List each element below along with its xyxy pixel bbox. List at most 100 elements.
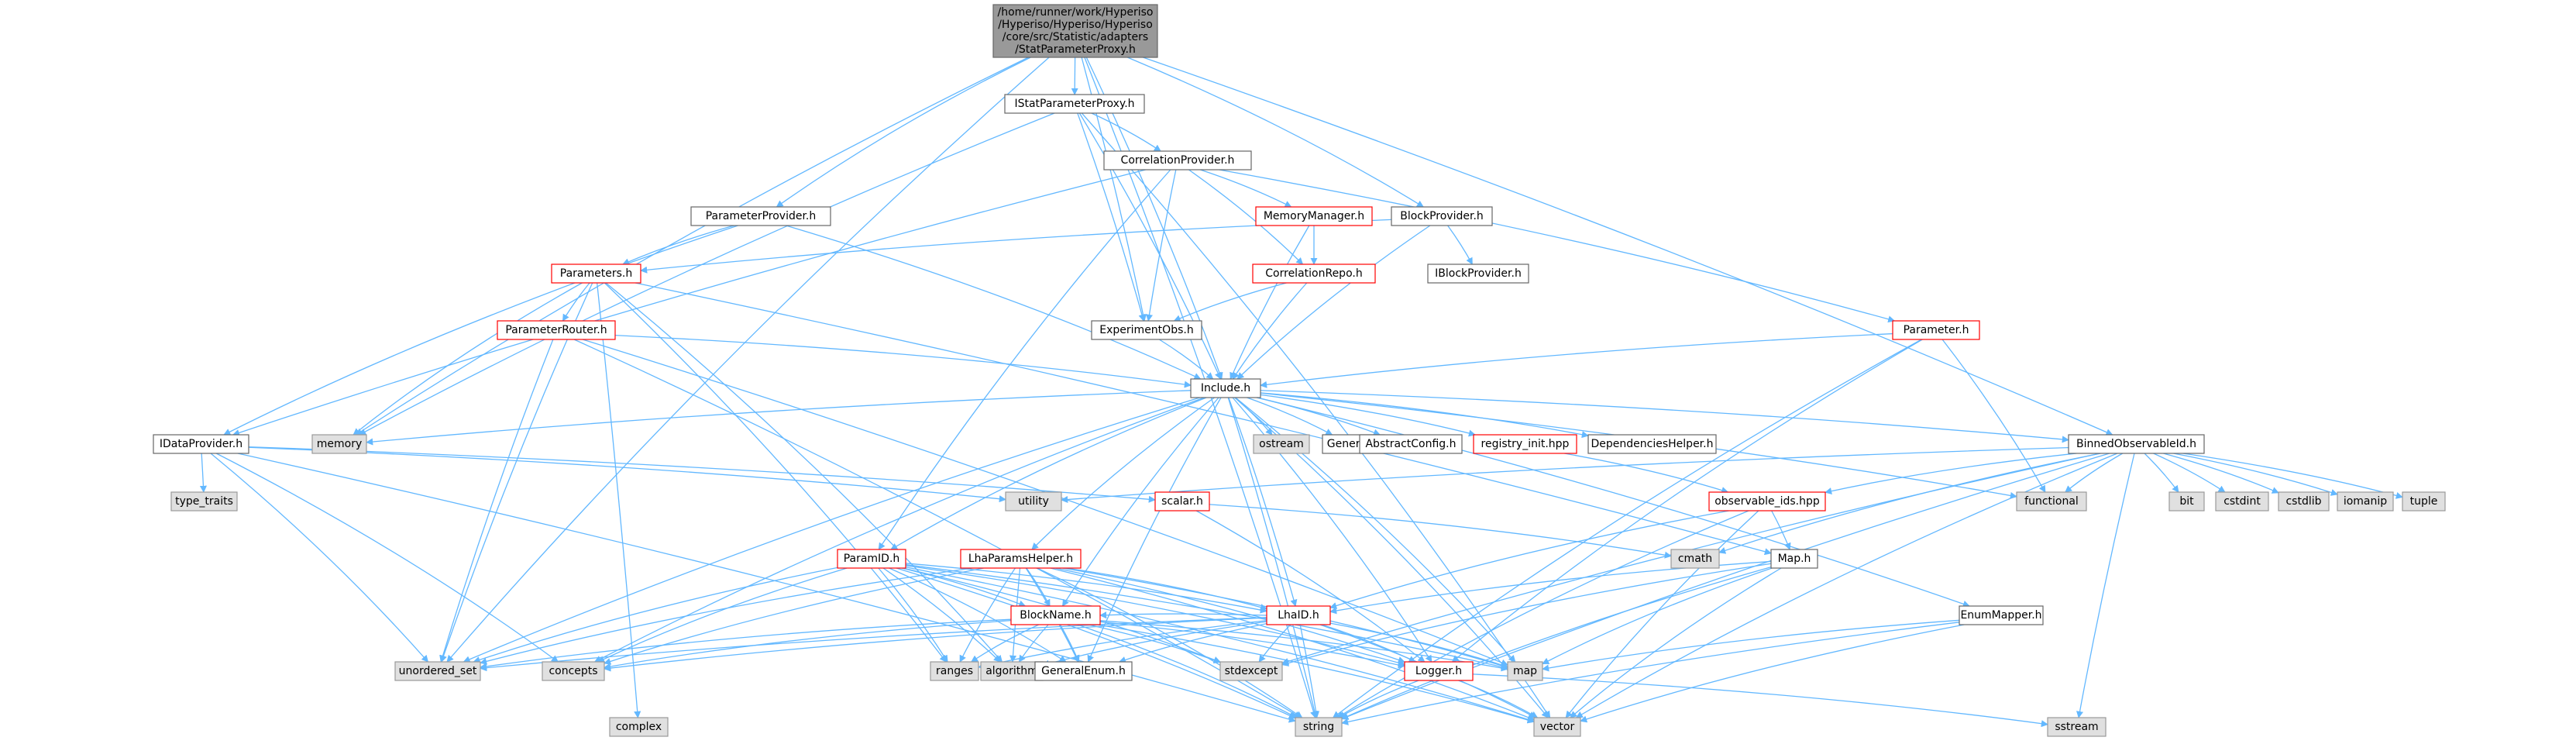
node-memory-box: [311, 434, 367, 454]
node-map-label: map: [1513, 665, 1537, 677]
edge-enummapper-to-vector: [1580, 624, 1965, 723]
node-lhaid[interactable]: LhaID.h: [1266, 605, 1331, 625]
edge-blockname-to-generalenum: [1059, 624, 1080, 663]
node-dephelper-label: DependenciesHelper.h: [1591, 438, 1714, 450]
edge-obsids-to-map_h: [1771, 510, 1791, 550]
edge-corrprov-to-expobs: [1145, 169, 1177, 322]
node-obsids[interactable]: observable_ids.hpp: [1708, 491, 1826, 512]
node-parameter[interactable]: Parameter.h: [1892, 320, 1980, 340]
node-include[interactable]: Include.h: [1190, 378, 1261, 398]
node-dephelper-box: [1587, 434, 1717, 454]
node-params[interactable]: Parameters.h: [551, 264, 641, 284]
edge-paramrouter-to-string: [573, 339, 1302, 718]
edge-include-to-lhahelper: [1031, 397, 1215, 550]
node-logger[interactable]: Logger.h: [1404, 661, 1474, 681]
node-root-label: /Hyperiso/Hyperiso/Hyperiso: [998, 19, 1153, 31]
node-paramprov-box: [690, 206, 831, 226]
node-binobs[interactable]: BinnedObservableId.h: [2068, 434, 2205, 454]
node-generalenum[interactable]: GeneralEnum.h: [1034, 661, 1133, 681]
node-paramrouter[interactable]: ParameterRouter.h: [497, 320, 616, 340]
edge-idataprov-to-utility: [248, 446, 1006, 503]
node-concepts: concepts: [542, 661, 605, 681]
node-absconfig-label: AbstractConfig.h: [1365, 438, 1456, 450]
node-root-label: /StatParameterProxy.h: [1015, 43, 1136, 56]
node-paramprov[interactable]: ParameterProvider.h: [690, 206, 831, 226]
node-scalar-label: scalar.h: [1161, 495, 1203, 508]
edge-blockname-to-string: [1077, 624, 1298, 718]
edge-root-to-memory: [355, 57, 1029, 436]
node-memmgr[interactable]: MemoryManager.h: [1255, 206, 1373, 226]
edge-paramprov-to-include: [786, 225, 1202, 380]
node-istat[interactable]: IStatParameterProxy.h: [1004, 94, 1145, 114]
node-generalenum-box: [1034, 661, 1133, 681]
node-map_h-label: Map.h: [1778, 553, 1811, 565]
node-blockprov[interactable]: BlockProvider.h: [1391, 206, 1493, 226]
node-bit-box: [2168, 491, 2205, 512]
node-vector-box: [1533, 717, 1581, 737]
edge-paramprov-to-idataprov: [223, 225, 738, 436]
node-corrprov-box: [1103, 150, 1252, 170]
edge-root-to-paramprov: [776, 57, 1031, 208]
edge-lhahelper-to-string: [1037, 567, 1303, 718]
edge-parameter-to-functional: [1941, 339, 2046, 493]
edge-lhaid-to-stdexcept: [1258, 624, 1291, 663]
node-map_h-box: [1770, 549, 1818, 569]
node-lhahelper[interactable]: LhaParamsHelper.h: [960, 549, 1082, 569]
node-complex-box: [609, 717, 669, 737]
edge-paramprov-to-params: [622, 225, 734, 265]
edge-istat-to-corrprov: [1091, 112, 1161, 152]
node-expobs[interactable]: ExperimentObs.h: [1091, 320, 1202, 340]
node-scalar[interactable]: scalar.h: [1154, 491, 1210, 512]
node-reginit[interactable]: registry_init.hpp: [1473, 434, 1577, 454]
node-iomanip-box: [2337, 491, 2394, 512]
edge-istat-to-expobs: [1077, 112, 1146, 322]
edge-idataprov-to-string: [237, 453, 1296, 723]
node-string: string: [1295, 717, 1343, 737]
node-functional-box: [2016, 491, 2087, 512]
node-paramid-label: ParamID.h: [844, 553, 900, 565]
node-corrprov[interactable]: CorrelationProvider.h: [1103, 150, 1252, 170]
node-idataprov-label: IDataProvider.h: [160, 438, 242, 450]
node-tuple-box: [2402, 491, 2446, 512]
node-lhaid-label: LhaID.h: [1278, 609, 1319, 622]
edge-lhaid-to-ranges: [978, 620, 1267, 670]
edge-lhaid-to-unordered_set: [480, 617, 1267, 672]
node-functional-label: functional: [2024, 495, 2079, 508]
node-absconfig-box: [1359, 434, 1463, 454]
edge-map_h-to-stdexcept: [1281, 563, 1772, 666]
node-corrrepo-label: CorrelationRepo.h: [1265, 267, 1362, 280]
node-scalar-box: [1154, 491, 1210, 512]
edge-blockname-to-stdexcept: [1088, 624, 1221, 664]
node-dephelper[interactable]: DependenciesHelper.h: [1587, 434, 1717, 454]
node-paramid[interactable]: ParamID.h: [837, 549, 906, 569]
node-params-box: [551, 264, 641, 284]
node-algorithm-label: algorithm: [985, 665, 1038, 677]
node-paramrouter-box: [497, 320, 616, 340]
node-lhaid-box: [1266, 605, 1331, 625]
edge-istat-to-memory: [359, 112, 1055, 436]
node-binobs-box: [2068, 434, 2205, 454]
node-utility-box: [1005, 491, 1062, 512]
node-corrrepo-box: [1252, 264, 1376, 284]
node-corrrepo[interactable]: CorrelationRepo.h: [1252, 264, 1376, 284]
edge-idataprov-to-scalar: [248, 446, 1156, 503]
node-tuple-label: tuple: [2410, 495, 2438, 508]
node-memory-label: memory: [317, 438, 363, 450]
node-idataprov[interactable]: IDataProvider.h: [153, 434, 249, 454]
node-iomanip-label: iomanip: [2344, 495, 2387, 508]
node-cmath-box: [1670, 549, 1720, 569]
node-root-label: /core/src/Statistic/adapters: [1003, 31, 1148, 43]
node-absconfig[interactable]: AbstractConfig.h: [1359, 434, 1463, 454]
edge-paramid-to-generalenum: [889, 567, 1067, 663]
node-logger-box: [1404, 661, 1474, 681]
node-map_h[interactable]: Map.h: [1770, 549, 1818, 569]
node-unordered_set-label: unordered_set: [399, 665, 477, 677]
node-memory: memory: [311, 434, 367, 454]
node-enummapper[interactable]: EnumMapper.h: [1959, 605, 2044, 625]
node-blockname[interactable]: BlockName.h: [1010, 605, 1101, 625]
edge-params-to-map_h: [635, 282, 1772, 556]
edge-map_h-to-string: [1341, 566, 1772, 720]
node-typetraits-box: [170, 491, 238, 512]
node-iblockprov[interactable]: IBlockProvider.h: [1427, 264, 1529, 284]
node-memmgr-box: [1255, 206, 1373, 226]
